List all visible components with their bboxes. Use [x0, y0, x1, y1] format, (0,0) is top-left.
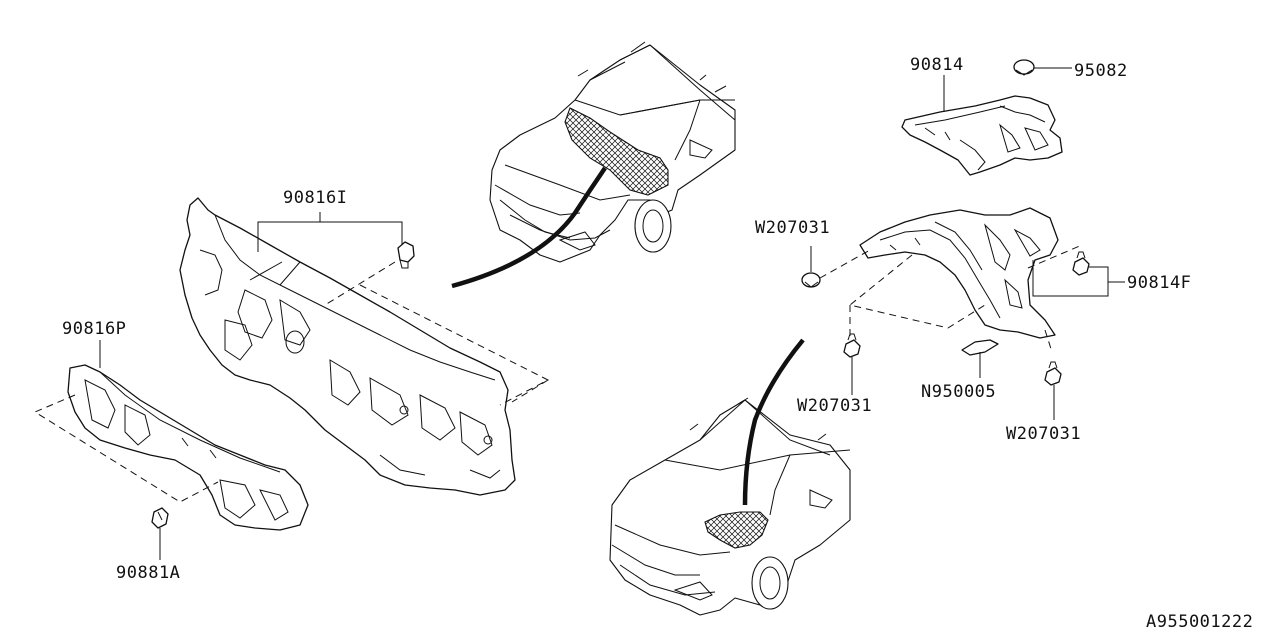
- car-illustration-upper: [489, 41, 736, 263]
- part-90816P: [67, 364, 309, 531]
- label-90814F[interactable]: 90814F: [1127, 273, 1191, 293]
- part-90814F: [859, 207, 1059, 339]
- dash-outline-90816I: [324, 261, 550, 406]
- clip-w207031-right: [1044, 361, 1062, 386]
- clip-w207031-mid: [843, 333, 861, 358]
- car-illustration-lower: [609, 397, 851, 616]
- label-w207031-right[interactable]: W207031: [1006, 424, 1081, 444]
- figure-code: A955001222: [1146, 612, 1253, 632]
- label-w207031-mid[interactable]: W207031: [797, 396, 872, 416]
- callout-arrow-upper: [451, 166, 607, 289]
- label-90816P[interactable]: 90816P: [62, 319, 126, 339]
- clip-90816I: [397, 241, 415, 269]
- label-95082[interactable]: 95082: [1074, 61, 1128, 81]
- label-w207031-top[interactable]: W207031: [755, 218, 830, 238]
- part-90814: [901, 95, 1063, 176]
- part-90816I: [179, 197, 516, 496]
- clip-w207031-top: [801, 272, 821, 288]
- leader-lines: [99, 67, 1125, 560]
- clip-n950005: [961, 339, 999, 356]
- clip-90814F: [1072, 251, 1090, 276]
- dash-outline-90814F: [819, 244, 1083, 353]
- clip-95082: [1013, 59, 1035, 76]
- label-n950005[interactable]: N950005: [921, 382, 996, 402]
- clip-90881A: [151, 507, 169, 529]
- label-90816I[interactable]: 90816I: [283, 188, 347, 208]
- label-90814[interactable]: 90814: [910, 55, 964, 75]
- callout-arrow-lower: [742, 338, 805, 506]
- label-90881A[interactable]: 90881A: [116, 563, 180, 583]
